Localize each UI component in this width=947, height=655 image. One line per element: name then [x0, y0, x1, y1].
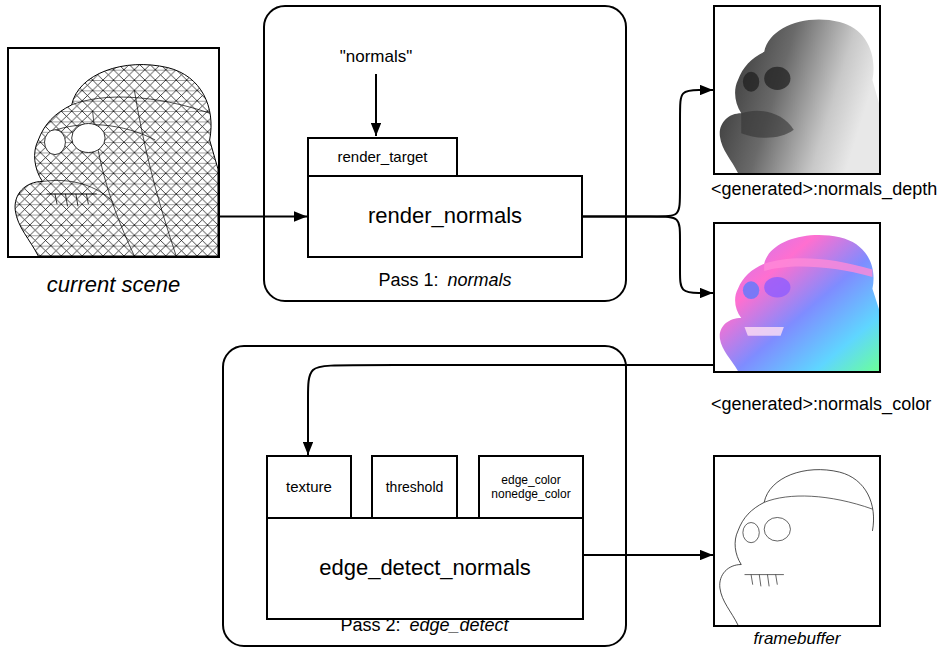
- flow-arrow: [584, 554, 713, 556]
- depth-render: [720, 19, 879, 173]
- text-holder: edge_detect_normals: [268, 519, 582, 618]
- pass-group: Pass 1: normals render_target render_normal…: [263, 5, 627, 302]
- text-holder: <generated>:normals_depth: [711, 179, 937, 201]
- image-caption: framebuffer: [754, 629, 841, 649]
- text-holder: framebuffer: [754, 629, 841, 649]
- image-frame: framebuffer: [713, 455, 881, 627]
- text-holder: render_target: [309, 139, 456, 175]
- box-label: edge_detect_normals: [319, 555, 531, 581]
- wireframe-model: [9, 49, 218, 256]
- parameter-box: texture: [266, 455, 352, 519]
- parameter-box: edge_colornonedge_color: [478, 455, 584, 519]
- input-name: "normals": [340, 47, 413, 67]
- function-box: render_normals: [307, 175, 583, 258]
- image-caption: current scene: [47, 272, 180, 298]
- text-holder: Pass 1: normals: [265, 270, 625, 292]
- image-frame: <generated>:normals_depth: [713, 5, 881, 175]
- image-frame: <generated>:normals_color: [713, 222, 881, 373]
- box-label: edge_color: [501, 473, 560, 487]
- box-label: texture: [286, 478, 332, 496]
- text-holder: texture: [268, 457, 350, 517]
- input-arrow: [375, 74, 377, 136]
- normals-render: [720, 235, 879, 371]
- box-label: nonedge_color: [491, 487, 570, 501]
- box-label: threshold: [386, 479, 444, 496]
- text-holder: edge_colornonedge_color: [480, 457, 582, 517]
- parameter-box: render_target: [307, 137, 458, 177]
- image-caption: <generated>:normals_depth: [711, 179, 937, 201]
- function-box: edge_detect_normals: [266, 517, 584, 620]
- text-holder: threshold: [373, 457, 456, 517]
- flow-arrow: [583, 217, 713, 294]
- pass-label: Pass 1:: [378, 270, 438, 292]
- box-label: render_target: [337, 148, 427, 166]
- text-holder: render_normals: [309, 177, 581, 256]
- flow-arrow: [308, 365, 713, 455]
- box-label: render_normals: [368, 203, 522, 229]
- image-caption: <generated>:normals_color: [711, 394, 931, 416]
- text-holder: current scene: [47, 272, 180, 298]
- edge-render: [720, 470, 874, 625]
- parameter-box: threshold: [371, 455, 458, 519]
- flow-arrow: [583, 90, 713, 217]
- pass-group: Pass 2:edge_detecttexturethresholdedge_c…: [222, 345, 627, 647]
- text-holder: <generated>:normals_color: [711, 394, 931, 416]
- image-frame: current scene: [7, 47, 220, 258]
- pass-label: normals: [448, 270, 512, 292]
